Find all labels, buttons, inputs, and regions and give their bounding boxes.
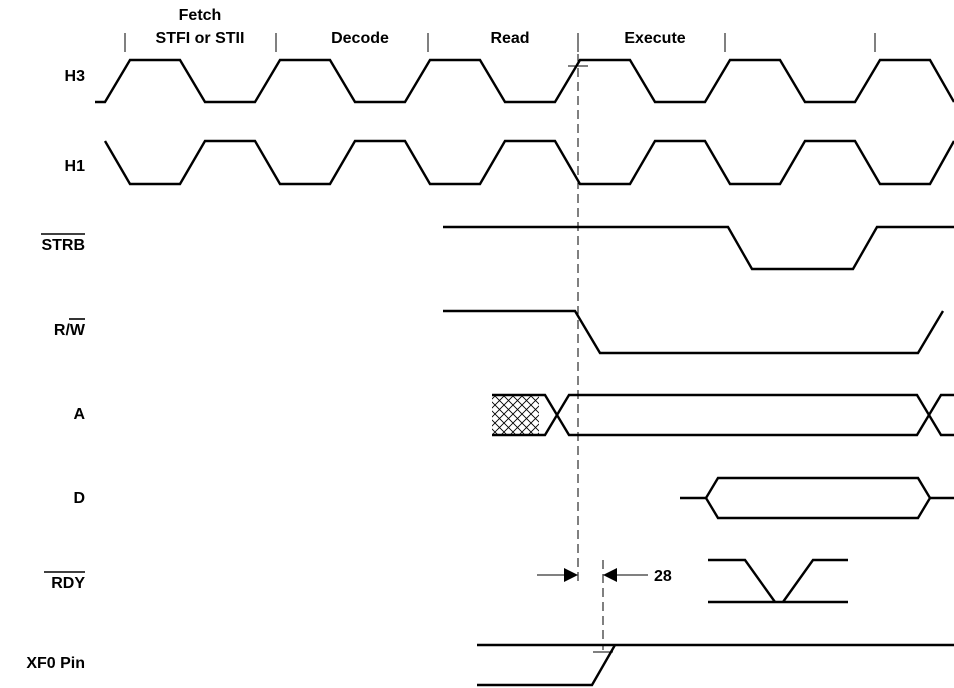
waveforms [95, 58, 954, 687]
h3-waveform [95, 58, 954, 104]
signal-label-h3: H3 [65, 68, 86, 85]
arrow-right-head [603, 568, 617, 582]
signal-label-a: A [73, 406, 85, 423]
phase-fetch-label: Fetch [179, 7, 222, 24]
rw-prefix: R/ [54, 322, 71, 339]
reference-lines [568, 40, 613, 653]
arrow-left-head [564, 568, 578, 582]
phase-fetch-sublabel: STFI or STII [156, 30, 245, 47]
rdy-waveform-upper [708, 558, 776, 603]
d-valid-region [704, 476, 932, 520]
strb-waveform [443, 225, 954, 271]
rw-waveform [443, 309, 945, 355]
signal-labels: H3 H1 STRB R/W A D RDY XF0 Pin [26, 68, 86, 672]
rdy-waveform-upper-rise [782, 558, 848, 603]
timing-parameter-28: 28 [537, 568, 672, 585]
xf0-waveform-low [477, 644, 617, 687]
phase-read-label: Read [490, 30, 529, 47]
signal-label-d: D [73, 490, 85, 507]
timing-param-label: 28 [654, 568, 672, 585]
signal-label-strb: STRB [41, 237, 85, 254]
h1-waveform [103, 139, 954, 186]
phase-decode-label: Decode [331, 30, 389, 47]
a-bus-next [927, 393, 954, 437]
signal-label-rw: R/W [54, 322, 86, 339]
signal-label-rdy: RDY [51, 575, 85, 592]
a-undefined-hatch [492, 395, 539, 435]
rw-bar-letter: W [70, 322, 86, 339]
phase-header: Fetch STFI or STII Decode Read Execute [124, 7, 876, 52]
phase-execute-label: Execute [624, 30, 685, 47]
a-valid-region [555, 393, 931, 437]
signal-label-h1: H1 [65, 158, 86, 175]
signal-label-xf0: XF0 Pin [26, 655, 85, 672]
